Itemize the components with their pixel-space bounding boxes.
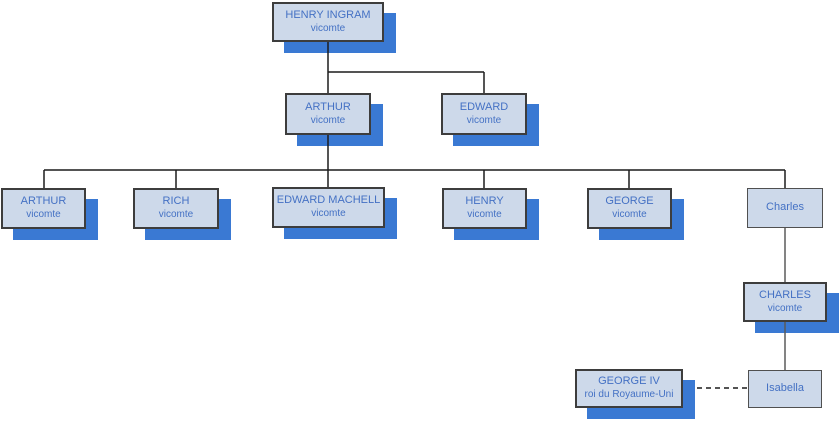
node-title: vicomte [310, 114, 346, 126]
node-name: HENRY INGRAM [285, 8, 371, 21]
node-title: vicomte [310, 22, 346, 34]
node-name: Charles [766, 201, 804, 214]
node-title: vicomte [612, 209, 647, 221]
node-name: GEORGE [605, 195, 654, 208]
node-title: vicomte [26, 209, 61, 221]
node-name: CHARLES [759, 288, 811, 301]
node-title: vicomte [158, 209, 194, 221]
node-title: vicomte [767, 302, 803, 314]
node-name: Isabella [766, 382, 804, 395]
node-name: ARTHUR [305, 100, 351, 113]
node-name: ARTHUR [20, 195, 67, 208]
node-title: roi du Royaume-Uni [584, 389, 674, 401]
node-name: GEORGE IV [598, 375, 660, 388]
node-title: vicomte [311, 208, 346, 220]
node-name: RICH [162, 195, 190, 208]
node-charles-gen3[interactable]: Charles [747, 188, 823, 228]
node-title: vicomte [467, 209, 502, 221]
node-name: EDWARD [459, 100, 509, 113]
node-isabella[interactable]: Isabella [748, 370, 822, 408]
node-name: EDWARD MACHELL [276, 194, 381, 207]
node-title: vicomte [466, 114, 502, 126]
node-name: HENRY [465, 195, 504, 208]
